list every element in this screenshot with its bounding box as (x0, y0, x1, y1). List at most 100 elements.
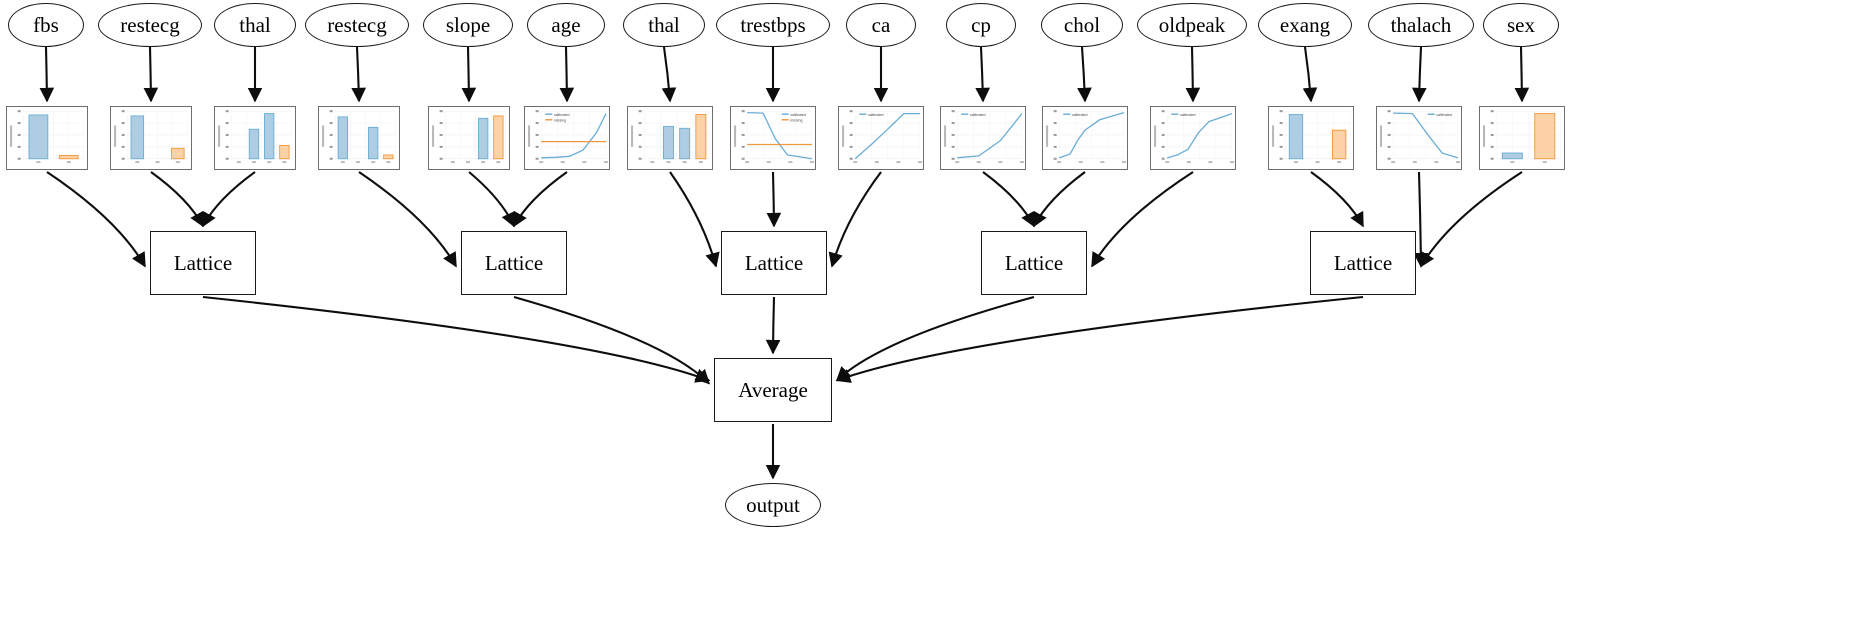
svg-text:calibrated: calibrated (1436, 113, 1452, 117)
edge (975, 46, 991, 103)
edge (1033, 171, 1086, 228)
calibrator-plot-chol[interactable]: calibrated (1042, 106, 1128, 170)
input-node-sex-label: sex (1507, 12, 1535, 37)
calibrator-plot-slope[interactable] (428, 106, 510, 170)
edge (513, 171, 568, 228)
svg-text:calibrated: calibrated (790, 113, 806, 117)
input-node-ca[interactable]: ca (846, 3, 916, 47)
edge (46, 171, 146, 268)
calibrator-plot-fbs[interactable] (6, 106, 88, 170)
edge (835, 295, 1364, 383)
input-node-sex[interactable]: sex (1483, 3, 1559, 47)
lattice-node-1-label: Lattice (484, 250, 544, 275)
input-node-restecg-label: restecg (327, 12, 387, 37)
edge (202, 171, 256, 228)
input-node-slope-label: slope (445, 12, 491, 37)
input-node-oldpeak[interactable]: oldpeak (1137, 3, 1247, 47)
lattice-node-1[interactable]: Lattice (461, 231, 567, 295)
average-node[interactable]: Average (714, 358, 832, 422)
calibrator-plot-thal[interactable] (627, 106, 713, 170)
lattice-node-0-label: Lattice (173, 250, 233, 275)
input-node-fbs-label: fbs (33, 12, 59, 37)
input-node-thal-label: thal (648, 12, 680, 37)
edge (669, 171, 720, 268)
input-node-thal[interactable]: thal (623, 3, 705, 47)
lattice-node-3-label: Lattice (1004, 250, 1064, 275)
calibrator-plot-ca[interactable]: calibrated (838, 106, 924, 170)
input-node-thalach-label: thalach (1390, 12, 1452, 37)
svg-text:calibrated: calibrated (1072, 113, 1088, 117)
edge (1413, 171, 1429, 268)
calibrator-plot-sex[interactable] (1479, 106, 1565, 170)
edge (468, 171, 516, 228)
lattice-node-3[interactable]: Lattice (981, 231, 1087, 295)
input-node-restecg[interactable]: restecg (98, 3, 202, 47)
input-node-exang[interactable]: exang (1258, 3, 1352, 47)
svg-text:calibrated: calibrated (554, 113, 570, 117)
output-node[interactable]: output (725, 483, 821, 527)
edge (461, 46, 477, 103)
calibrator-plot-exang[interactable] (1268, 106, 1354, 170)
svg-text:calibrated: calibrated (1180, 113, 1196, 117)
edge (828, 171, 882, 268)
edge (1077, 46, 1092, 103)
input-node-fbs[interactable]: fbs (8, 3, 84, 47)
calibrator-plot-age[interactable]: calibrated missing (524, 106, 610, 170)
calibrator-plot-thal[interactable] (214, 106, 296, 170)
lattice-node-2-label: Lattice (744, 250, 804, 275)
edge (358, 171, 457, 268)
edge (766, 171, 782, 228)
calibrator-plot-trestbps[interactable]: calibrated missing (730, 106, 816, 170)
input-node-cp[interactable]: cp (946, 3, 1016, 47)
input-node-age-label: age (551, 12, 581, 37)
input-node-age[interactable]: age (527, 3, 605, 47)
svg-text:missing: missing (790, 119, 802, 123)
lattice-node-4[interactable]: Lattice (1310, 231, 1416, 295)
edge (1091, 171, 1194, 268)
edge (1411, 46, 1427, 103)
edge (835, 295, 1035, 382)
svg-text:missing: missing (554, 119, 566, 123)
calibrator-plot-thalach[interactable]: calibrated (1376, 106, 1462, 170)
input-node-chol[interactable]: chol (1041, 3, 1123, 47)
input-node-restecg[interactable]: restecg (305, 3, 409, 47)
output-node-label: output (746, 492, 800, 517)
input-node-thalach[interactable]: thalach (1368, 3, 1474, 47)
input-node-exang-label: exang (1279, 12, 1331, 37)
calibrator-plot-cp[interactable]: calibrated (940, 106, 1026, 170)
edge (513, 295, 711, 385)
svg-text:calibrated: calibrated (868, 113, 884, 117)
edge (39, 46, 55, 103)
input-node-thal[interactable]: thal (214, 3, 296, 47)
average-node-label: Average (738, 377, 808, 402)
input-node-slope[interactable]: slope (423, 3, 513, 47)
input-node-cp-label: cp (971, 12, 991, 37)
input-node-thal-label: thal (239, 12, 271, 37)
svg-text:calibrated: calibrated (970, 113, 986, 117)
lattice-node-0[interactable]: Lattice (150, 231, 256, 295)
edge (150, 171, 204, 228)
edge (765, 296, 781, 355)
lattice-node-4-label: Lattice (1333, 250, 1393, 275)
input-node-restecg-label: restecg (120, 12, 180, 37)
calibrator-plot-restecg[interactable] (110, 106, 192, 170)
lattice-node-2[interactable]: Lattice (721, 231, 827, 295)
calibrator-plot-oldpeak[interactable]: calibrated (1150, 106, 1236, 170)
edge (143, 46, 159, 103)
input-node-ca-label: ca (871, 12, 891, 37)
calibrator-plot-restecg[interactable] (318, 106, 400, 170)
edge (1302, 46, 1318, 103)
edge (559, 46, 575, 103)
input-node-trestbps[interactable]: trestbps (716, 3, 830, 47)
edge (1514, 46, 1530, 103)
edge (1310, 171, 1364, 228)
edge (202, 295, 711, 383)
input-node-chol-label: chol (1063, 12, 1101, 37)
input-node-oldpeak-label: oldpeak (1158, 12, 1226, 37)
edge (982, 171, 1035, 228)
edge (661, 46, 677, 103)
edge (1420, 171, 1523, 268)
edge (351, 46, 367, 103)
